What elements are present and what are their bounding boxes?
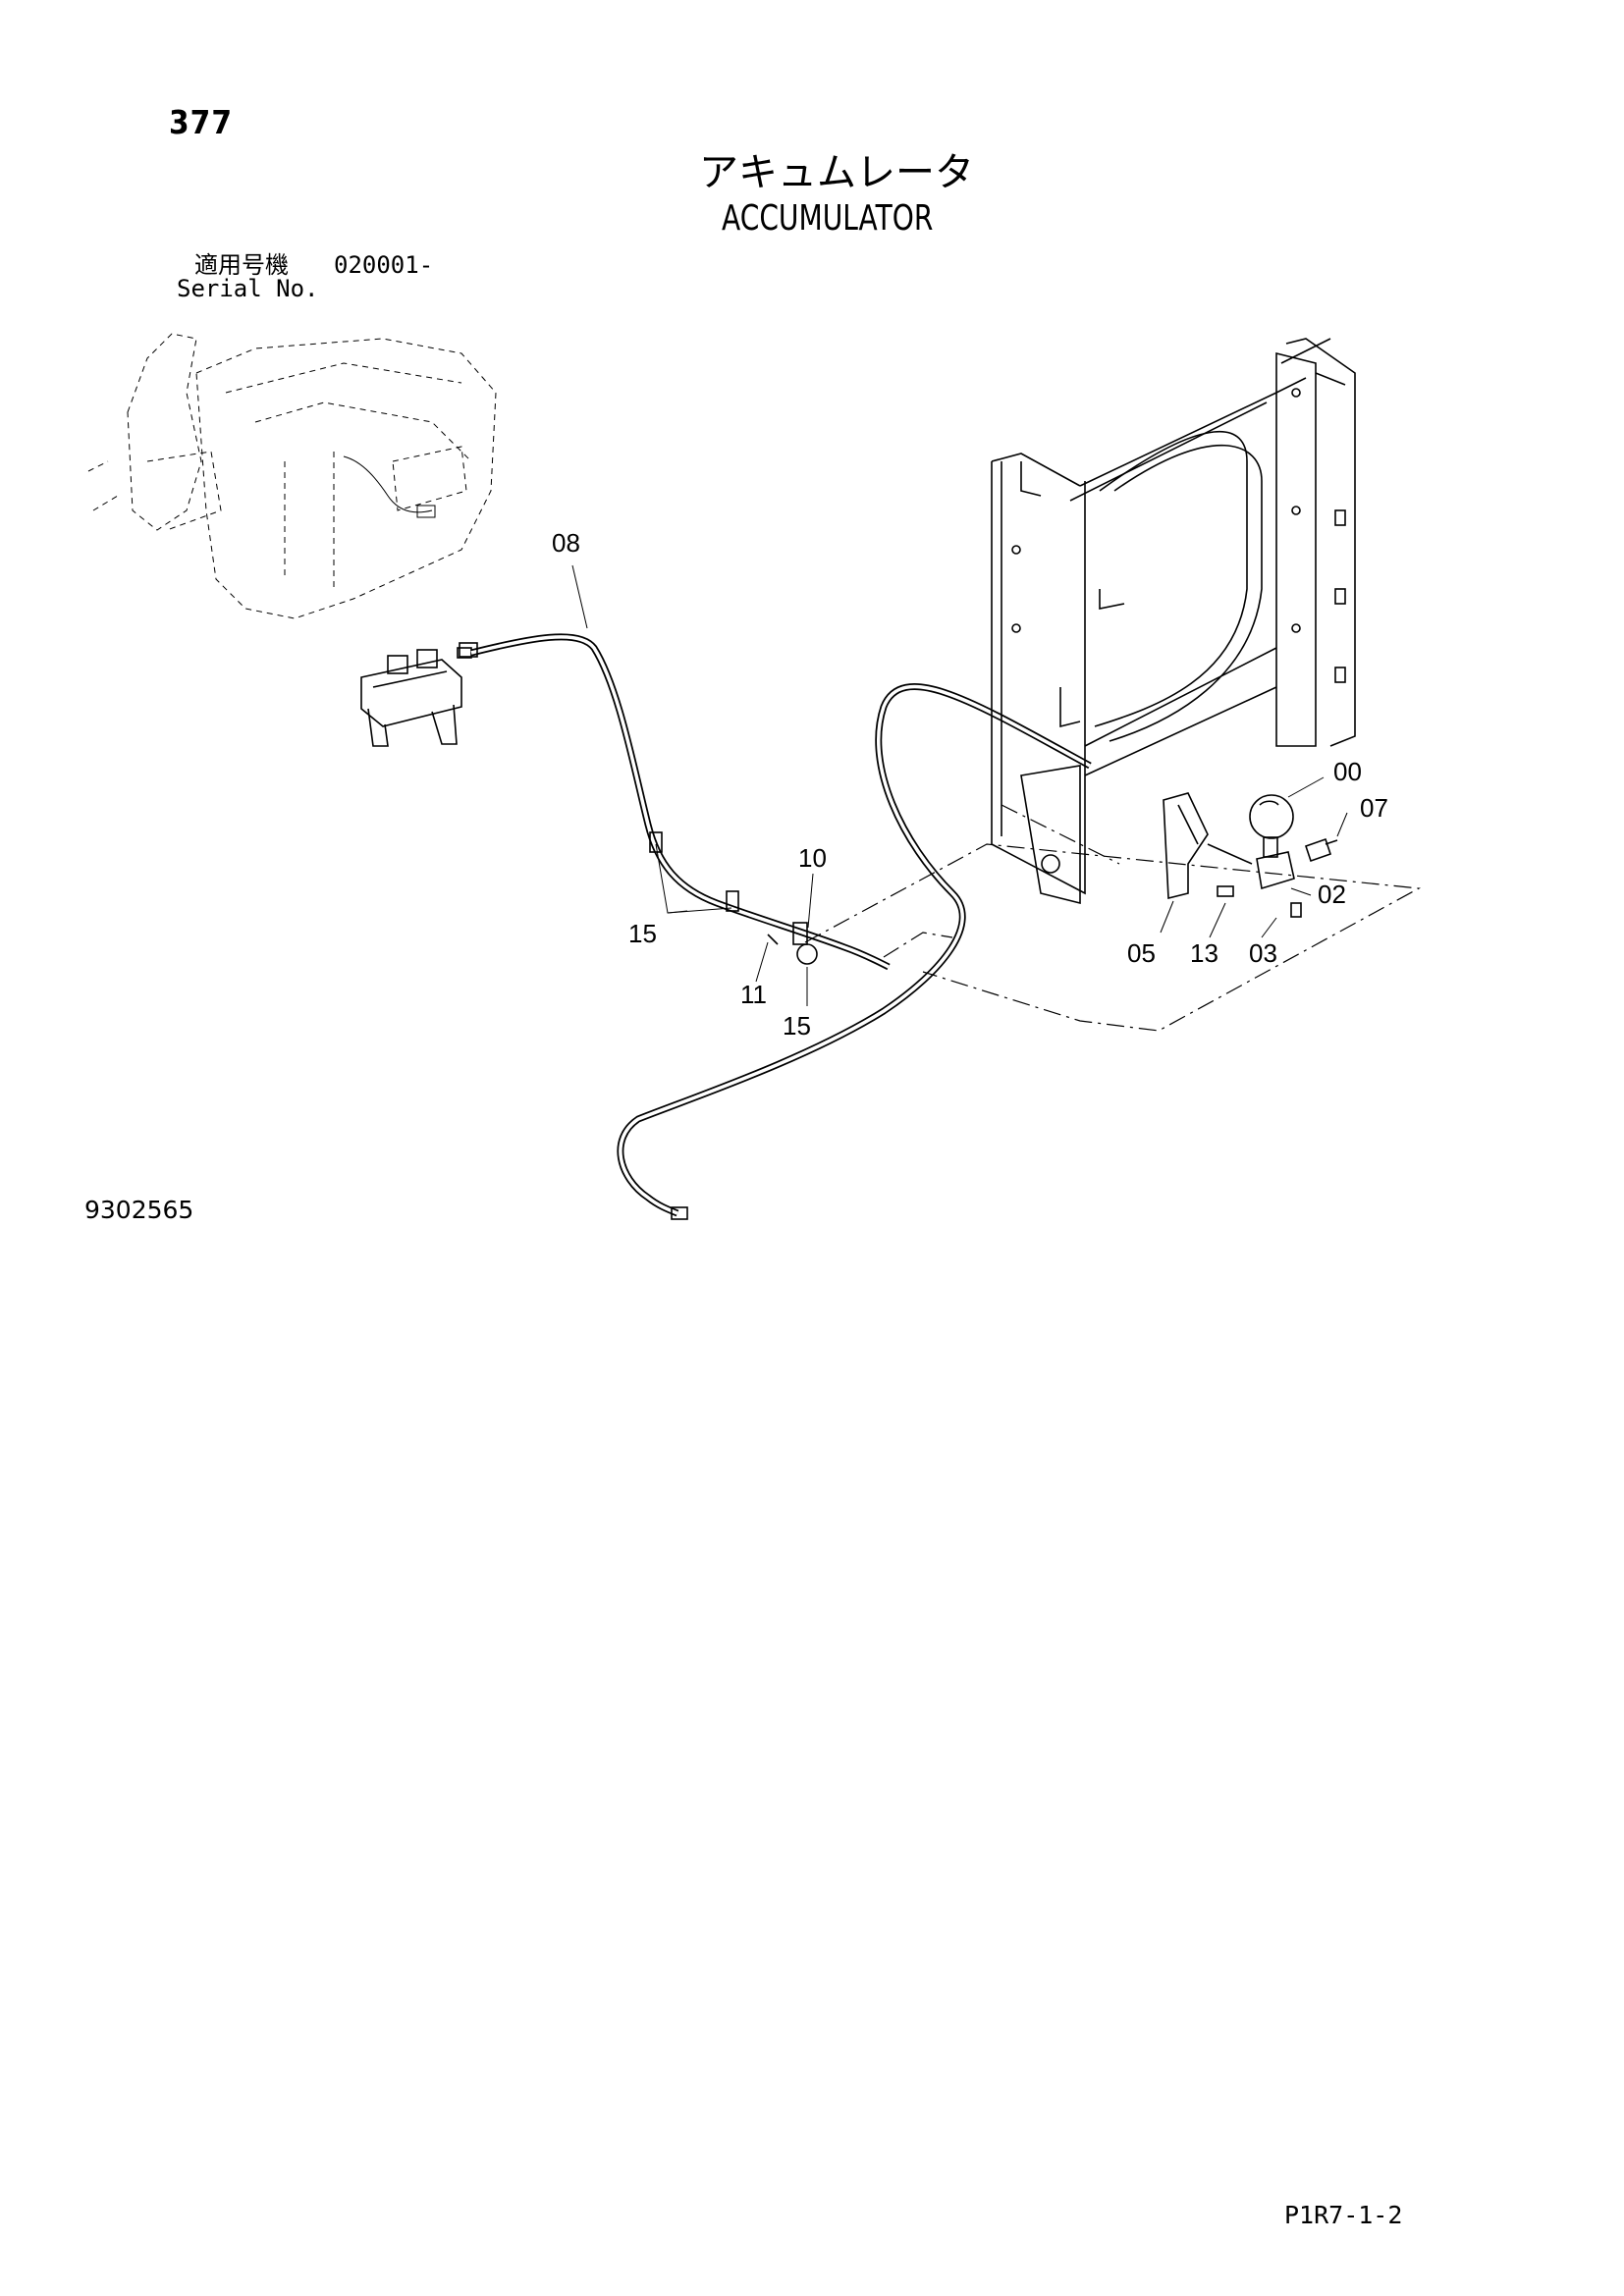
- valve-block: [1256, 851, 1295, 890]
- callout-13: 13: [1190, 938, 1218, 968]
- callout-15b: 15: [783, 1011, 811, 1041]
- pilot-valve-assembly: [360, 647, 472, 747]
- page-number: 377: [169, 103, 233, 141]
- callout-10: 10: [798, 843, 827, 873]
- bracket: [1163, 792, 1209, 900]
- title-japanese: アキュムレータ: [699, 150, 974, 195]
- machine-ghost-outline: [87, 333, 497, 619]
- serial-label-japanese: 適用号機: [194, 251, 289, 279]
- callout-00: 00: [1333, 757, 1362, 786]
- accumulator-sphere: [1249, 794, 1294, 839]
- serial-value: 020001-: [334, 251, 434, 279]
- callout-15a: 15: [628, 919, 657, 948]
- callout-11: 11: [740, 980, 767, 1009]
- hose-long: [617, 683, 1092, 1220]
- page-code: P1R7-1-2: [1284, 2201, 1403, 2229]
- callout-07: 07: [1360, 793, 1388, 823]
- drawing-number: 9302565: [84, 1196, 194, 1224]
- callout-03: 03: [1249, 938, 1277, 968]
- accumulator-parts: [1163, 792, 1338, 918]
- hose-08: [459, 633, 891, 971]
- hose-clamps: [649, 831, 818, 965]
- callout-labels: 08 10 15 11 15 00 07 02 05 13 03: [552, 528, 1388, 1041]
- title-english: ACCUMULATOR: [722, 198, 934, 239]
- installation-outline: [804, 804, 1421, 1032]
- serial-label-english: Serial No.: [177, 275, 319, 302]
- callout-02: 02: [1318, 880, 1346, 909]
- leader-lines: [571, 564, 1348, 1006]
- radiator-frame: [991, 338, 1356, 905]
- callout-08: 08: [552, 528, 580, 558]
- callout-05: 05: [1127, 938, 1156, 968]
